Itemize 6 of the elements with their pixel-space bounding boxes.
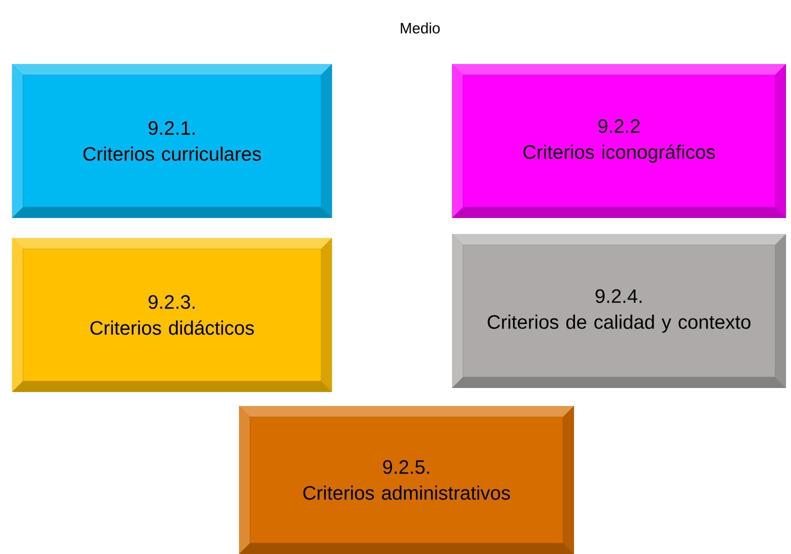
process-box: 9.2.2 Criterios iconográficos [452, 64, 786, 218]
process-box: 9.2.4. Criterios de calidad y contexto [452, 234, 786, 388]
process-box: 9.2.5. Criterios administrativos [239, 406, 574, 554]
title: Medio [400, 22, 440, 34]
process-box: 9.2.3. Criterios didácticos [12, 238, 332, 392]
process-box: 9.2.1. Criterios curriculares [12, 64, 332, 218]
